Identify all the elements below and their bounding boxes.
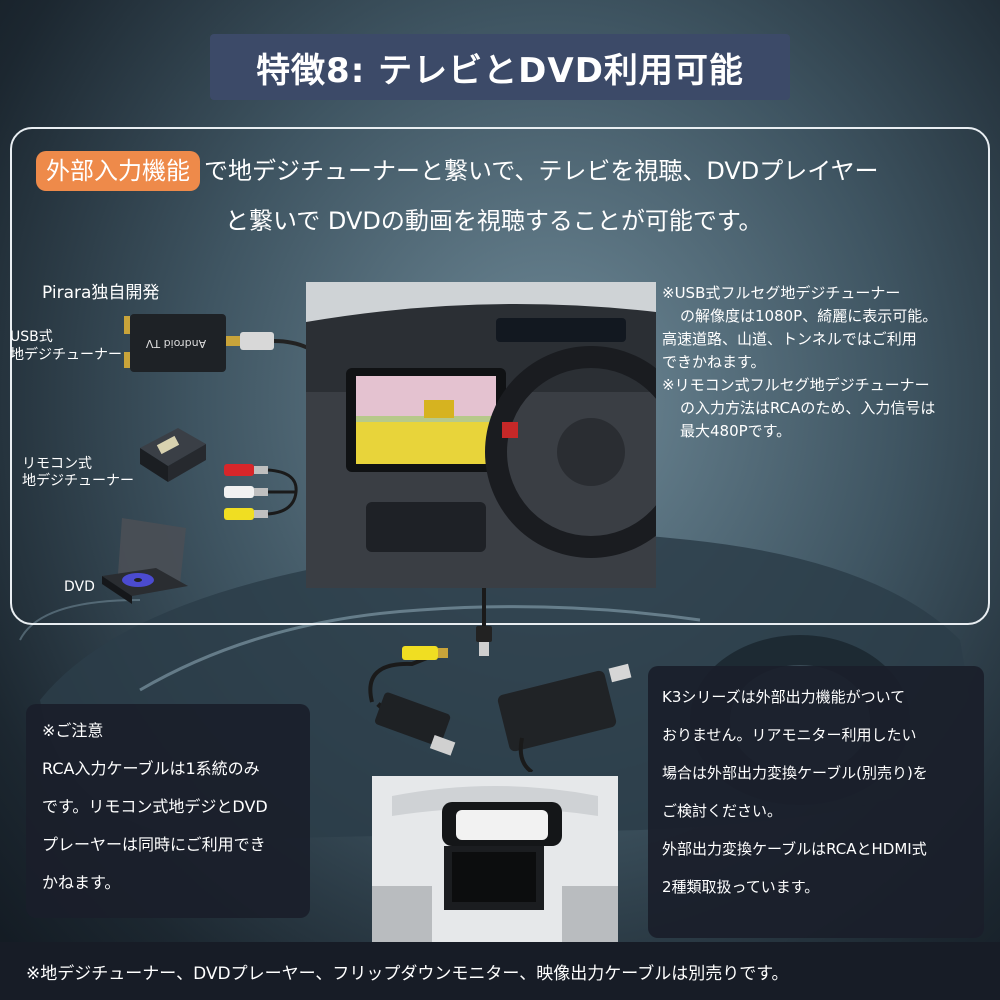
k3-note-card: K3シリーズは外部出力機能がついて おりません。リアモニター利用したい 場合は外… — [648, 666, 984, 938]
intro-text: 外部入力機能で地デジチューナーと繋いで、テレビを視聴、DVDプレイヤー と繋いで… — [30, 146, 970, 246]
caution-line: です。リモコン式地デジとDVD — [42, 797, 268, 816]
note-line: 高速道路、山道、トンネルではご利用 — [662, 330, 917, 348]
page-title: 特徴8: テレビとDVD利用可能 — [210, 34, 790, 100]
intro-line1: で地デジチューナーと繋いで、テレビを視聴、DVDプレイヤー — [204, 157, 879, 185]
usb-tuner-print: Android TV — [145, 337, 206, 350]
rca-cable-icon — [224, 464, 298, 520]
note-line: ※リモコン式フルセグ地デジチューナー — [662, 376, 930, 394]
main-panel — [10, 127, 990, 625]
caution-line: プレーヤーは同時にご利用でき — [42, 835, 266, 854]
rear-monitor-photo — [372, 776, 618, 942]
note-line: できかねます。 — [662, 353, 766, 371]
caution-line: かねます。 — [42, 873, 121, 892]
dvd-label: DVD — [64, 579, 95, 595]
car-dashboard-photo — [306, 282, 656, 588]
usb-tuner-label-1: USB式 — [10, 329, 53, 345]
caution-card: ※ご注意 RCA入力ケーブルは1系統のみ です。リモコン式地デジとDVD プレー… — [26, 704, 310, 918]
remote-tuner-device — [140, 428, 206, 482]
usb-cable-icon — [476, 588, 492, 656]
note-line: 最大480Pです。 — [680, 422, 792, 440]
k3-note-line: 場合は外部出力変換ケーブル(別売り)を — [662, 764, 928, 782]
tuner-notes: ※USB式フルセグ地デジチューナー の解像度は1080P、綺麗に表示可能。 高速… — [662, 282, 992, 443]
usb-tuner-label-2: 地デジチューナー — [10, 347, 122, 363]
output-converter-cables — [368, 646, 632, 772]
intro-line2: と繋いで DVDの動画を視聴することが可能です。 — [225, 207, 763, 235]
remote-tuner-label-2: 地デジチューナー — [22, 473, 134, 489]
k3-note-line: 外部出力変換ケーブルはRCAとHDMI式 — [662, 840, 927, 858]
usb-tuner-device: Android TV — [124, 314, 308, 372]
remote-tuner-label-1: リモコン式 — [22, 456, 92, 472]
brand-label: Pirara独自開発 — [42, 283, 160, 303]
caution-heading: ※ご注意 — [42, 721, 104, 740]
k3-note-line: ご検討ください。 — [662, 802, 783, 820]
footer-note: ※地デジチューナー、DVDプレーヤー、フリップダウンモニター、映像出力ケーブルは… — [0, 942, 1000, 1000]
k3-note-line: おりません。リアモニター利用したい — [662, 726, 917, 744]
note-line: の解像度は1080P、綺麗に表示可能。 — [680, 307, 938, 325]
k3-note-line: K3シリーズは外部出力機能がついて — [662, 688, 906, 706]
dvd-player-device — [102, 518, 188, 604]
note-line: ※USB式フルセグ地デジチューナー — [662, 284, 901, 302]
feature-badge: 外部入力機能 — [36, 151, 200, 191]
k3-note-line: 2種類取扱っています。 — [662, 878, 820, 896]
note-line: の入力方法はRCAのため、入力信号は — [680, 399, 936, 417]
caution-line: RCA入力ケーブルは1系統のみ — [42, 759, 260, 778]
